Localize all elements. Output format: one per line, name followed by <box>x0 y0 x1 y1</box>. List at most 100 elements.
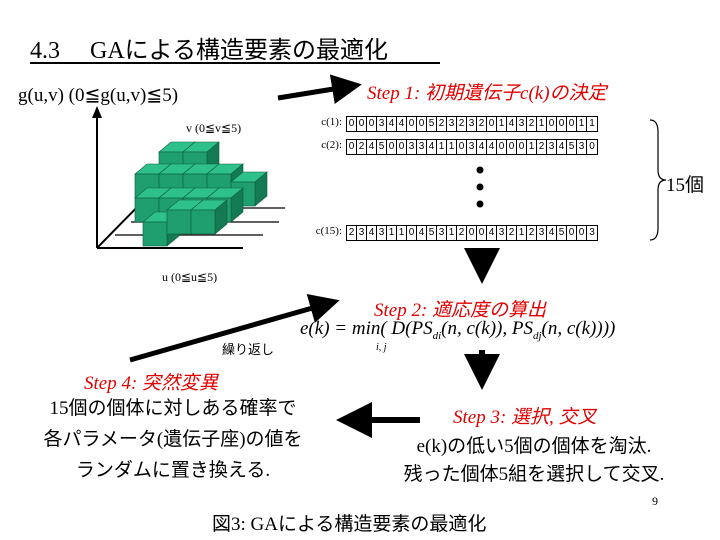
gene-cell: 2 <box>457 226 467 240</box>
gene-cell: 3 <box>547 140 557 154</box>
gene-cell: 1 <box>577 117 587 131</box>
gene-cell: 0 <box>577 226 587 240</box>
gene-cell: 4 <box>367 140 377 154</box>
gene-cell: 1 <box>437 140 447 154</box>
step1-heading: Step 1: 初期遺伝子c(k)の決定 <box>367 83 607 104</box>
step2-heading: Step 2: 適応度の算出 <box>374 300 547 321</box>
gene-cell: 3 <box>417 140 427 154</box>
gene-cell: 3 <box>467 140 477 154</box>
step4-line-3: ランダムに置き換える. <box>75 460 271 481</box>
population-count: 15個 <box>666 175 705 196</box>
gene-cell: 0 <box>487 117 497 131</box>
gene-cell: 0 <box>557 117 567 131</box>
gene-cell: 3 <box>357 226 367 240</box>
gene-cell: 5 <box>427 117 437 131</box>
gene-cell: 4 <box>507 117 517 131</box>
gene-cell: 2 <box>507 226 517 240</box>
gene-cell: 0 <box>547 117 557 131</box>
gene-cell: 3 <box>497 226 507 240</box>
gene-cell: 0 <box>397 140 407 154</box>
title-underline <box>30 62 440 64</box>
gene-cell: 3 <box>447 117 457 131</box>
gene-cell: 1 <box>397 226 407 240</box>
cube-face <box>142 221 168 247</box>
gene-cell: 1 <box>527 140 537 154</box>
step3-line-1: e(k)の低い5個の個体を淘汰. <box>416 436 652 457</box>
step4-line-2: 各パラメータ(遺伝子座)の値を <box>43 429 303 450</box>
step4-line-1: 15個の個体に対しある確率で <box>49 398 297 419</box>
cube-stack <box>134 141 268 247</box>
chromosome-label-15: c(15): <box>315 225 342 237</box>
gene-cell: 0 <box>457 140 467 154</box>
gene-cell: 3 <box>537 226 547 240</box>
gene-cell: 2 <box>437 117 447 131</box>
gene-cell: 4 <box>477 140 487 154</box>
gene-cell: 1 <box>387 226 397 240</box>
gene-cell: 4 <box>427 140 437 154</box>
gene-cell: 1 <box>537 117 547 131</box>
gene-cell: 4 <box>547 226 557 240</box>
gene-cell: 3 <box>577 140 587 154</box>
gene-cell: 0 <box>417 117 427 131</box>
gene-cell: 0 <box>387 140 397 154</box>
gene-cell: 3 <box>377 117 387 131</box>
formula-body: ( D(PSdi(n, c(k)), PSdj(n, c(k)))) <box>380 318 616 342</box>
gene-cell: 2 <box>477 117 487 131</box>
gene-cell: 0 <box>357 117 367 131</box>
gene-cell: 4 <box>487 226 497 240</box>
brace <box>649 119 667 241</box>
gene-cell: 3 <box>517 117 527 131</box>
gene-cell: 3 <box>467 117 477 131</box>
cube-diagram <box>92 106 285 249</box>
ellipsis-dots <box>476 166 484 208</box>
gene-cell: 4 <box>417 226 427 240</box>
fitness-formula: e(k) = min( D(PSdi(n, c(k)), PSdj(n, c(k… <box>300 318 615 342</box>
gene-cell: 0 <box>347 140 357 154</box>
gene-cell: 3 <box>377 226 387 240</box>
gene-cell: 0 <box>467 226 477 240</box>
gene-cell: 2 <box>357 140 367 154</box>
gene-cell: 1 <box>447 226 457 240</box>
gene-cell: 1 <box>589 118 595 129</box>
repeat-label: 繰り返し <box>222 342 275 357</box>
gene-cell: 0 <box>589 141 595 152</box>
function-range-label: g(u,v) (0≦g(u,v)≦5) <box>18 85 179 106</box>
chromosome-label-2: c(2): <box>321 139 342 151</box>
formula-subscript: i, j <box>376 342 387 353</box>
formula-sub-dj: dj <box>532 329 542 342</box>
gene-cell: 2 <box>527 117 537 131</box>
slide-title: 4.3 GAによる構造要素の最適化 <box>30 38 388 64</box>
gene-cell: 3 <box>407 140 417 154</box>
gene-cell: 4 <box>367 226 377 240</box>
gene-cell: 2 <box>537 140 547 154</box>
gene-cell: 0 <box>507 140 517 154</box>
gene-cell: 4 <box>557 140 567 154</box>
gene-cell: 0 <box>497 140 507 154</box>
gene-cell: 0 <box>407 226 417 240</box>
step3-heading: Step 3: 選択, 交叉 <box>453 407 597 428</box>
gene-cell: 4 <box>387 117 397 131</box>
gene-cell: 0 <box>517 140 527 154</box>
gene-cell: 1 <box>447 140 457 154</box>
gene-cell: 0 <box>477 226 487 240</box>
gene-cell: 5 <box>567 140 577 154</box>
gene-cell: 2 <box>527 226 537 240</box>
cube-face <box>190 209 216 235</box>
gene-cell: 1 <box>497 117 507 131</box>
gene-cell: 1 <box>517 226 527 240</box>
v-axis-label: v (0≦v≦5) <box>186 121 242 135</box>
gene-cell: 4 <box>397 117 407 131</box>
gene-cell: 0 <box>567 117 577 131</box>
cube-face <box>166 209 192 235</box>
gene-cell: 5 <box>557 226 567 240</box>
formula-sub-di: di <box>432 329 442 342</box>
gene-cell: 0 <box>367 117 377 131</box>
step3-line-2: 残った個体5組を選択して交叉. <box>403 464 665 485</box>
gene-cell: 2 <box>457 117 467 131</box>
arrow-repeat <box>129 294 340 363</box>
arrow-to-step1 <box>277 74 362 105</box>
